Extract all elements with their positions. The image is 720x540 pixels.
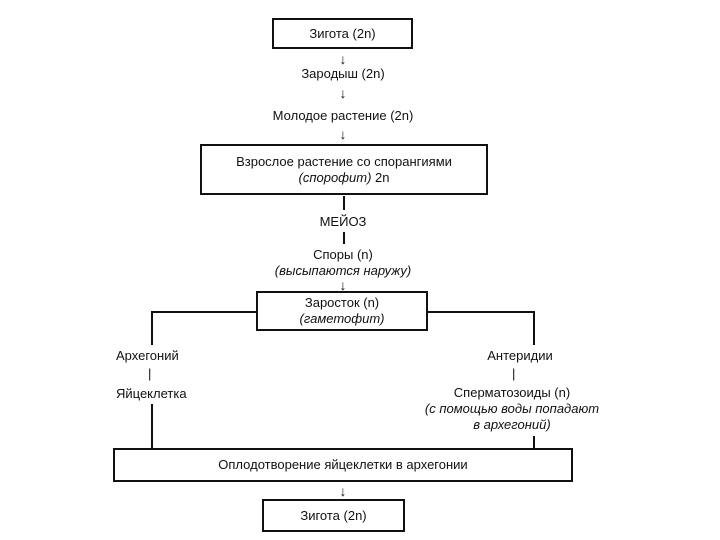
young-plant-label: Молодое растение (2n) [272, 108, 414, 123]
prothallus-box: Заросток (n) (гаметофит) [256, 291, 428, 331]
sperm-note-line1: (с помощью воды попадают [424, 401, 600, 416]
connector-adult-meiosis [343, 196, 345, 210]
branch-left-vertical [151, 311, 153, 345]
connector-sperm-fertilization [533, 436, 535, 448]
adult-plant-line1: Взрослое растение со спорангиями [236, 153, 452, 169]
egg-cell-label: Яйцеклетка [116, 386, 187, 401]
antheridia-dash: | [512, 366, 516, 381]
branch-right-vertical [533, 311, 535, 345]
arrow-5: ↓ [339, 483, 347, 499]
spores-label: Споры (n) [313, 247, 373, 262]
arrow-2: ↓ [339, 85, 347, 101]
archegonium-label: Архегоний [116, 348, 179, 363]
adult-plant-box: Взрослое растение со спорангиями (спороф… [200, 144, 488, 195]
connector-egg-fertilization [151, 404, 153, 448]
archegonium-dash: | [148, 366, 152, 381]
fertilization-label: Оплодотворение яйцеклетки в архегонии [218, 457, 468, 472]
sperm-label: Сперматозоиды (n) [453, 385, 571, 400]
zygote-top-box: Зигота (2n) [272, 18, 413, 49]
sporophyte-ploidy: 2n [371, 169, 390, 185]
prothallus-line1: Заросток (n) [304, 295, 380, 310]
arrow-1: ↓ [339, 51, 347, 67]
prothallus-line2: (гаметофит) [299, 311, 385, 326]
arrow-3: ↓ [339, 126, 347, 142]
fertilization-box: Оплодотворение яйцеклетки в архегонии [113, 448, 573, 482]
branch-left-horizontal [151, 311, 256, 313]
sporophyte-term: (спорофит) [298, 169, 372, 185]
zygote-bottom-box: Зигота (2n) [262, 499, 405, 532]
adult-plant-line2: (спорофит) 2n [299, 170, 390, 186]
embryo-label: Зародыш (2n) [301, 66, 385, 81]
zygote-top-label: Зигота (2n) [309, 25, 376, 41]
branch-right-horizontal [428, 311, 534, 313]
spores-note: (высыпаются наружу) [274, 263, 412, 278]
antheridia-label: Антеридии [487, 348, 553, 363]
sperm-note-line2: в архегоний) [473, 417, 551, 432]
arrow-4: ↓ [339, 277, 347, 293]
connector-meiosis-spores [343, 232, 345, 244]
zygote-bottom-label: Зигота (2n) [300, 507, 367, 523]
meiosis-label: МЕЙОЗ [319, 214, 367, 229]
